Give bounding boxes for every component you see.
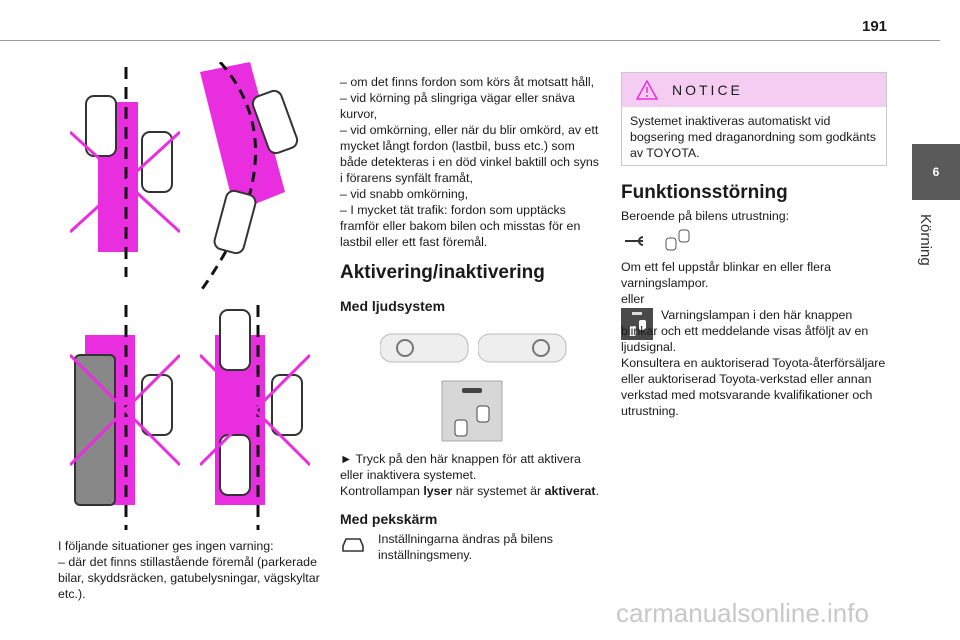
- notice-box: NOTICE Systemet inaktiveras automatiskt …: [621, 72, 887, 166]
- blind-spot-button-icon[interactable]: [441, 380, 503, 442]
- col2-touch-text: Inställningarna ändras på bilens inställ…: [378, 532, 553, 562]
- illustration-dense-traffic: [200, 305, 310, 530]
- col2-list: – om det finns fordon som körs åt motsat…: [340, 75, 599, 249]
- col3-p5: Konsultera en auktoriserad Toyota-återfö…: [621, 356, 886, 418]
- wrench-icon: [625, 236, 644, 246]
- col2-instr2: Kontrollampan lyser när systemet är akti…: [340, 484, 600, 498]
- chapter-tab[interactable]: 6: [912, 144, 960, 200]
- col2-heading: Aktivering/inaktivering: [340, 262, 545, 283]
- notice-title: NOTICE: [672, 82, 743, 98]
- col2-sub1: Med ljudsystem: [340, 298, 446, 314]
- button-warning-icon: [621, 308, 653, 340]
- notice-text: Systemet inaktiveras automatiskt vid bog…: [630, 114, 876, 160]
- page-number: 191: [862, 18, 888, 35]
- header-rule: [0, 40, 940, 41]
- chapter-number: 6: [932, 165, 940, 179]
- steering-wheel-icon: [380, 333, 469, 363]
- col2-sub2: Med pekskärm: [340, 511, 438, 527]
- col3-heading: Funktionsstörning: [621, 182, 788, 203]
- illustration-parked-cars: [70, 67, 180, 277]
- col3-p4: Varningslampan i den här knappen blinkar…: [621, 308, 869, 354]
- blind-spot-warning-icon: [665, 229, 690, 251]
- illustration-truck: [70, 305, 180, 530]
- warning-icon: [636, 80, 658, 100]
- col3-p1: Beroende på bilens utrustning:: [621, 209, 790, 223]
- car-settings-icon: [342, 538, 364, 552]
- col3-p3: eller: [621, 292, 645, 306]
- watermark: carmanualsonline.info: [616, 598, 869, 628]
- notice-header: NOTICE: [622, 73, 886, 107]
- chapter-title: Körning: [917, 214, 934, 266]
- col3-p2: Om ett fel uppstår blinkar en eller fler…: [621, 260, 832, 290]
- col1-caption: I följande situationer ges ingen varning…: [58, 539, 320, 601]
- illustration-curve: [198, 62, 299, 292]
- col2-instr1: ► Tryck på den här knappen för att aktiv…: [340, 452, 581, 482]
- steering-wheel-icon-right: [478, 333, 567, 363]
